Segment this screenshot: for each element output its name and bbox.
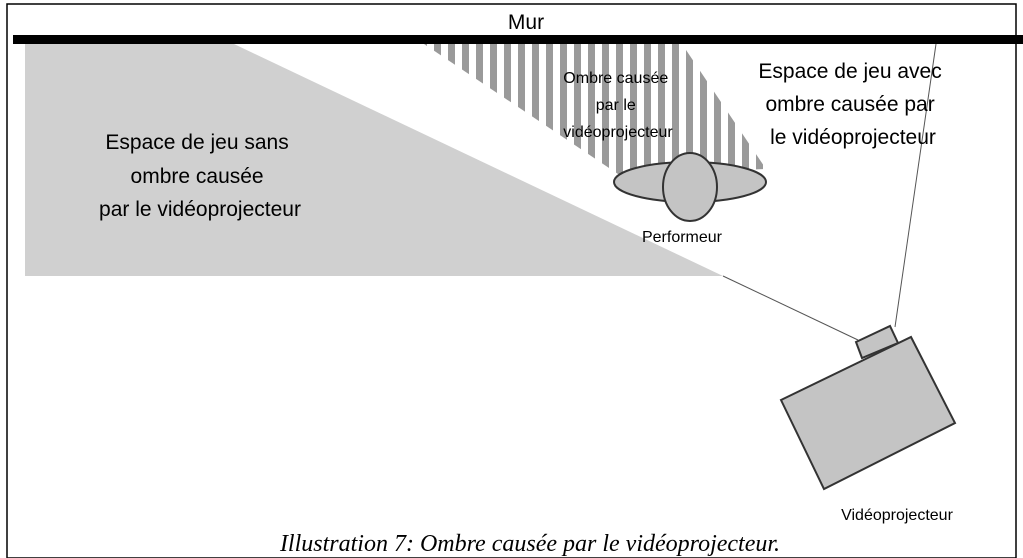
performer-label: Performeur — [642, 229, 723, 246]
projector-body — [779, 335, 957, 491]
frame-border — [6, 3, 1017, 558]
wall-label: Mur — [508, 11, 544, 34]
projector-label: Vidéoprojecteur — [841, 507, 953, 524]
shadow-label-line: vidéoprojecteur — [563, 124, 673, 141]
shadow-zone-label-line: Espace de jeu avec — [758, 60, 941, 83]
figure-caption: Illustration 7: Ombre causée par le vidé… — [279, 531, 780, 557]
no-shadow-zone-label-line: Espace de jeu sans — [105, 131, 288, 154]
projection-ray-left — [722, 275, 859, 341]
no-shadow-zone-label-line: ombre causée — [131, 165, 264, 188]
projector-shadow-zone — [424, 44, 766, 174]
performer-head — [662, 152, 718, 222]
shadow-zone-label-line: ombre causée par — [765, 93, 934, 116]
wall-bar — [13, 35, 1023, 44]
projection-ray-right — [894, 43, 937, 328]
no-shadow-zone-label: Espace de jeu sans ombre causée par le v… — [99, 131, 301, 221]
shadow-zone-label-line: le vidéoprojecteur — [770, 126, 936, 149]
no-shadow-zone — [25, 44, 723, 276]
shadow-label-line: par le — [596, 97, 636, 114]
no-shadow-zone-label-line: par le vidéoprojecteur — [99, 198, 301, 221]
shadow-zone-label: Espace de jeu avec ombre causée par le v… — [758, 60, 947, 149]
shadow-label-line: Ombre causée — [563, 70, 668, 87]
shadow-label: Ombre causée par le vidéoprojecteur — [563, 70, 673, 141]
